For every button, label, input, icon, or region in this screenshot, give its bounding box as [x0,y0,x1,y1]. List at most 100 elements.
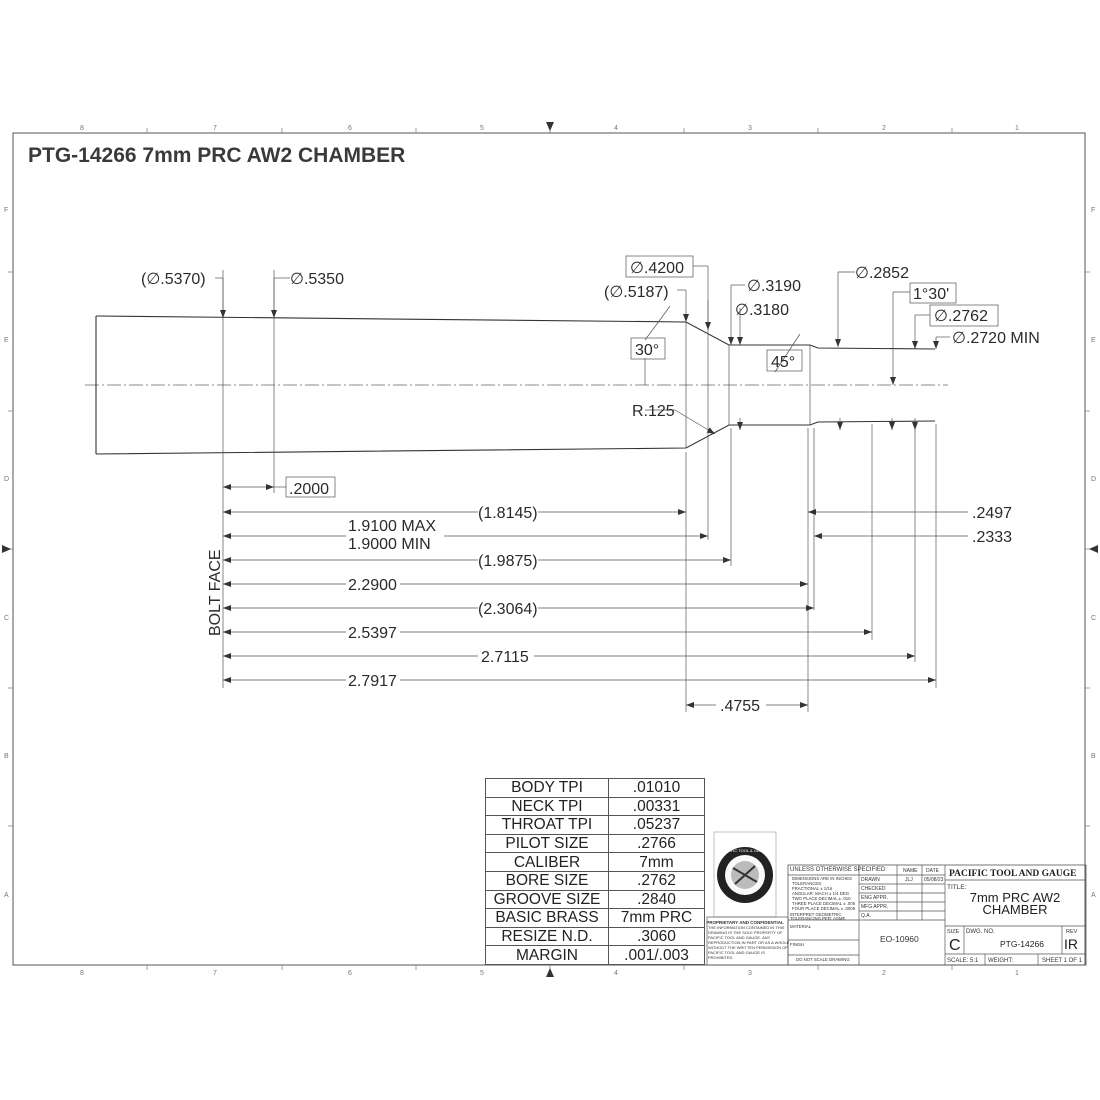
length-25397-label: 2.5397 [348,625,397,642]
bolt-face-label: BOLT FACE [207,549,224,636]
boxed-dimensions [285,255,999,498]
dia-2720-label: ∅.2720 MIN [952,330,1040,347]
center-mark-left [2,545,11,553]
zone-col-8-bottom: 8 [80,970,84,977]
length-2497-label: .2497 [972,505,1012,522]
zone-row-d-right: D [1091,476,1096,483]
tb-prop5: WITHOUT THE WRITTEN PERMISSION OF [708,945,788,950]
spec-row: MARGIN.001/.003 [485,945,705,965]
tb-material: MATERIAL [790,924,812,929]
tb-title-line2: CHAMBER [982,902,1047,917]
tb-mfg-appr: MFG APPR. [861,904,888,910]
dimension-lines [223,484,968,708]
tb-interpret1: INTERPRET GEOMETRIC [790,912,842,917]
shoulder-angle-label: 30° [635,342,659,359]
center-mark-right [1089,545,1098,553]
zone-row-e-right: E [1091,337,1096,344]
tb-weight: WEIGHT: [988,958,1013,964]
zone-col-7: 7 [213,125,217,132]
tb-dwg-label: DWG. NO. [966,929,995,935]
length-27917-label: 2.7917 [348,673,397,690]
zone-col-1-bottom: 1 [1015,970,1019,977]
length-2333-label: .2333 [972,529,1012,546]
zone-row-a-right: A [1091,892,1096,899]
tb-tol6: THREE PLACE DECIMAL ± .005 [792,901,856,906]
zone-col-2-bottom: 2 [882,970,886,977]
tb-tol2: TOLERANCES: [792,881,822,886]
tb-rev: IR [1064,936,1078,952]
length-18145-label: (1.8145) [478,505,538,522]
tb-size: C [949,937,961,954]
dia-4200-label: ∅.4200 [630,260,684,277]
spec-value: .3060 [608,926,705,947]
zone-row-c: C [4,615,9,622]
spec-label: PILOT SIZE [485,833,609,854]
spec-value: .2840 [608,889,705,910]
zone-row-f-right: F [1091,207,1095,214]
tb-eo: EO-10960 [880,934,919,944]
tb-prop1: THE INFORMATION CONTAINED IN THIS [708,925,785,930]
length-4755-label: .4755 [720,698,760,715]
zone-col-3-bottom: 3 [748,970,752,977]
chamber-profile [85,315,948,455]
tb-dwg-no: PTG-14266 [1000,939,1044,949]
title-block: UNLESS OTHERWISE SPECIFIED: DIMENSIONS A… [706,864,1087,966]
spec-label: NECK TPI [485,796,609,817]
company-logo: PACIFIC TOOL & GAUGE PROPRIETARY AND CON… [706,831,784,925]
diameter-leaders [215,265,950,435]
spec-row: PILOT SIZE.2766 [485,833,705,854]
tb-company: PACIFIC TOOL AND GAUGE [949,869,1076,879]
zone-col-8: 8 [80,125,84,132]
zone-col-2: 2 [882,125,886,132]
spec-value: 7mm PRC [608,908,705,928]
zone-row-a: A [4,892,9,899]
spec-label: GROOVE SIZE [485,889,609,910]
tb-tol3: FRACTIONAL ± 1/16 [792,886,833,891]
center-mark-top [546,122,554,131]
spec-value: .2762 [608,870,705,891]
length-27115-label: 2.7115 [481,649,529,666]
profile-top [95,315,936,350]
center-mark-bottom [546,968,554,977]
tb-tol5: TWO PLACE DECIMAL ± .010 [792,896,851,901]
tb-scale: SCALE: 5:1 [947,958,979,964]
tb-drawn-by: JLJ [905,877,913,883]
logo-ring-text: PACIFIC TOOL & GAUGE [722,848,769,853]
tb-prop2: DRAWING IS THE SOLE PROPERTY OF [708,930,783,935]
spec-label: BORE SIZE [485,870,609,891]
zone-col-6-bottom: 6 [348,970,352,977]
length-22900-label: 2.2900 [348,577,397,594]
tb-qa: Q.A. [861,913,871,919]
spec-value: 7mm [608,852,705,872]
zone-col-6: 6 [348,125,352,132]
dia-2762-label: ∅.2762 [934,308,988,325]
length-max-label: 1.9100 MAX [348,518,436,535]
rim-length-label: .2000 [289,481,329,498]
extension-lines [222,270,937,712]
dia-5187-label: (∅.5187) [604,284,669,301]
spec-row: BORE SIZE.2762 [485,870,705,891]
zone-row-c-right: C [1091,615,1096,622]
spec-label: CALIBER [485,852,609,872]
spec-value: .01010 [608,778,705,798]
tb-eng-appr: ENG APPR. [861,895,888,901]
zone-row-f: F [4,207,8,214]
spec-label: RESIZE N.D. [485,926,609,947]
zone-col-4-bottom: 4 [614,970,618,977]
tb-title-line1: 7mm PRC AW2 [970,890,1061,905]
spec-value: .001/.003 [608,945,705,965]
zone-col-5-bottom: 5 [480,970,484,977]
spec-row: GROOVE SIZE.2840 [485,889,705,910]
spec-label: MARGIN [485,945,609,965]
profile-bottom [95,420,936,455]
tb-interpret2: TOLERANCING PER: ASME [790,916,845,921]
spec-value: .05237 [608,815,705,835]
zone-col-1: 1 [1015,125,1019,132]
spec-label: BASIC BRASS [485,908,609,928]
spec-label: THROAT TPI [485,815,609,835]
zone-col-4: 4 [614,125,618,132]
tb-drawn-date: 05/08/23 [924,877,944,883]
tb-date-header: DATE [926,868,940,874]
